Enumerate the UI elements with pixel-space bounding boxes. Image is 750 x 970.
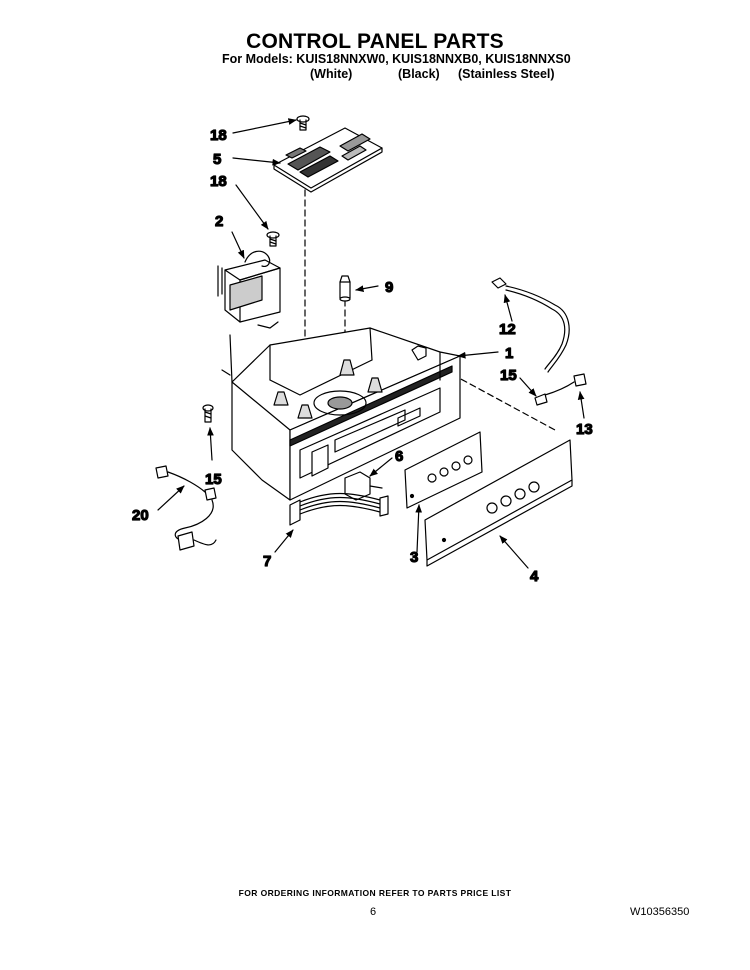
callout-1: 1 [505, 345, 513, 362]
finish-stainless: (Stainless Steel) [458, 67, 555, 81]
callout-2: 2 [215, 213, 223, 230]
mounting-post-part [339, 275, 351, 302]
callout-labels: 18 5 18 2 9 12 1 15 13 15 6 20 7 3 4 [131, 126, 593, 585]
callout-12: 12 [499, 321, 516, 338]
transformer-part [217, 250, 281, 329]
callout-13: 13 [576, 421, 593, 438]
control-board-part [273, 127, 383, 193]
screw-18-lower [266, 231, 280, 247]
models-line: For Models: KUIS18NNXW0, KUIS18NNXB0, KU… [222, 52, 571, 66]
document-number: W10356350 [630, 906, 690, 918]
callout-20: 20 [132, 507, 149, 524]
ground-wire-13-part [544, 373, 587, 396]
callout-9: 9 [385, 279, 393, 296]
callout-5: 5 [213, 151, 221, 168]
finish-black: (Black) [398, 67, 440, 81]
wire-harness-12-part [491, 277, 570, 373]
ordering-note: FOR ORDERING INFORMATION REFER TO PARTS … [238, 888, 512, 898]
callout-15-left: 15 [205, 471, 222, 488]
switch-panel-part [404, 431, 483, 509]
callout-3: 3 [410, 549, 418, 566]
leader-arrows [157, 118, 585, 569]
callout-18-upper: 18 [210, 127, 227, 144]
screw-15-right [534, 393, 548, 406]
callout-4: 4 [530, 568, 539, 585]
callout-6: 6 [395, 448, 403, 465]
callout-15-right: 15 [500, 367, 517, 384]
finish-white: (White) [310, 67, 353, 81]
front-panel-part [424, 439, 573, 567]
callout-18-lower: 18 [210, 173, 227, 190]
sensor-harness-20-part [155, 465, 217, 551]
screw-18-upper [296, 115, 310, 131]
screw-15-left [202, 404, 214, 423]
page-title: CONTROL PANEL PARTS [246, 30, 504, 53]
ribbon-harness-part [289, 492, 389, 526]
control-housing-part [221, 327, 461, 501]
page-number: 6 [370, 906, 377, 918]
callout-7: 7 [263, 553, 271, 570]
